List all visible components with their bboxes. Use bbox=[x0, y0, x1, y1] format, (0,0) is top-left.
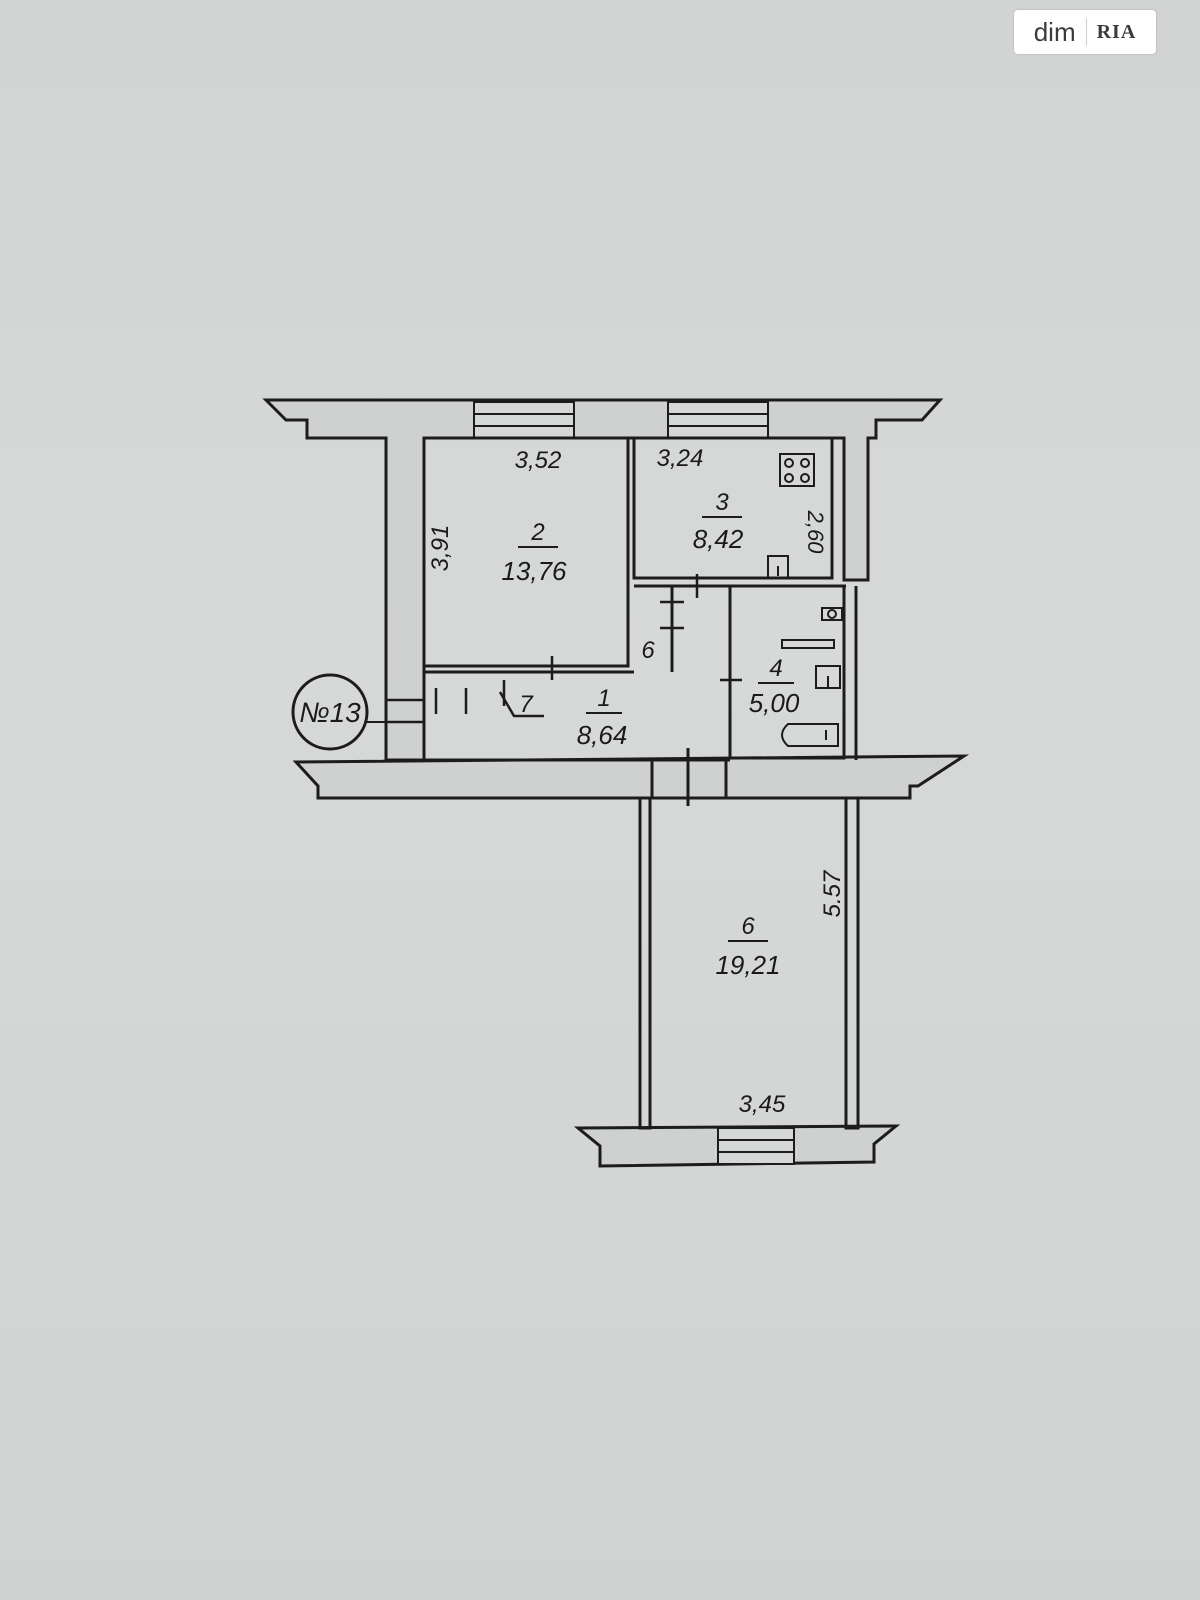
room3-width-dim: 3,24 bbox=[657, 445, 704, 472]
room1-number: 1 bbox=[597, 685, 610, 712]
apartment-number-marker: №13 bbox=[291, 673, 386, 751]
room3-height-dim: 2,60 bbox=[803, 510, 828, 555]
room2-area: 13,76 bbox=[501, 556, 567, 586]
room2-height-dim: 3,91 bbox=[427, 525, 454, 572]
toilet-icon bbox=[821, 607, 843, 621]
room3-outline bbox=[632, 436, 834, 580]
bathroom-partition bbox=[781, 639, 835, 649]
room3-number: 3 bbox=[715, 489, 729, 516]
kitchen-sink-icon bbox=[767, 555, 789, 579]
window-room3 bbox=[667, 401, 769, 439]
room2-outline bbox=[422, 436, 630, 668]
watermark-divider bbox=[1085, 18, 1087, 46]
window-room6 bbox=[717, 1127, 795, 1165]
room6-area: 19,21 bbox=[715, 950, 780, 980]
room3-area: 8,42 bbox=[693, 524, 744, 554]
apartment-number: №13 bbox=[299, 697, 361, 728]
room1-area: 8,64 bbox=[577, 720, 628, 750]
watermark-dim-text: dim bbox=[1033, 16, 1076, 47]
room4-area: 5,00 bbox=[749, 688, 800, 718]
dim-ria-watermark: dim RIA bbox=[1014, 10, 1156, 54]
room6-width-dim: 3,45 bbox=[739, 1091, 786, 1118]
room6-right-wall bbox=[844, 796, 860, 1130]
room4-number: 4 bbox=[769, 655, 782, 682]
washbasin-icon bbox=[815, 665, 841, 689]
room2-number: 2 bbox=[530, 519, 544, 546]
room6-number: 6 bbox=[741, 913, 755, 940]
top-exterior-wall bbox=[262, 398, 944, 762]
room4-outline bbox=[728, 584, 846, 760]
middle-exterior-wall bbox=[292, 754, 970, 800]
room6-length-dim: 5.57 bbox=[819, 869, 846, 917]
bathtub-icon bbox=[781, 723, 839, 747]
watermark-ria-logo: RIA bbox=[1096, 20, 1137, 43]
stove-icon bbox=[779, 453, 815, 487]
room2-width-dim: 3,52 bbox=[515, 447, 562, 474]
closet7-label: 7 bbox=[519, 691, 534, 718]
closet6-label: 6 bbox=[641, 637, 655, 664]
room6-left-wall bbox=[638, 796, 652, 1130]
window-room2 bbox=[473, 401, 575, 439]
